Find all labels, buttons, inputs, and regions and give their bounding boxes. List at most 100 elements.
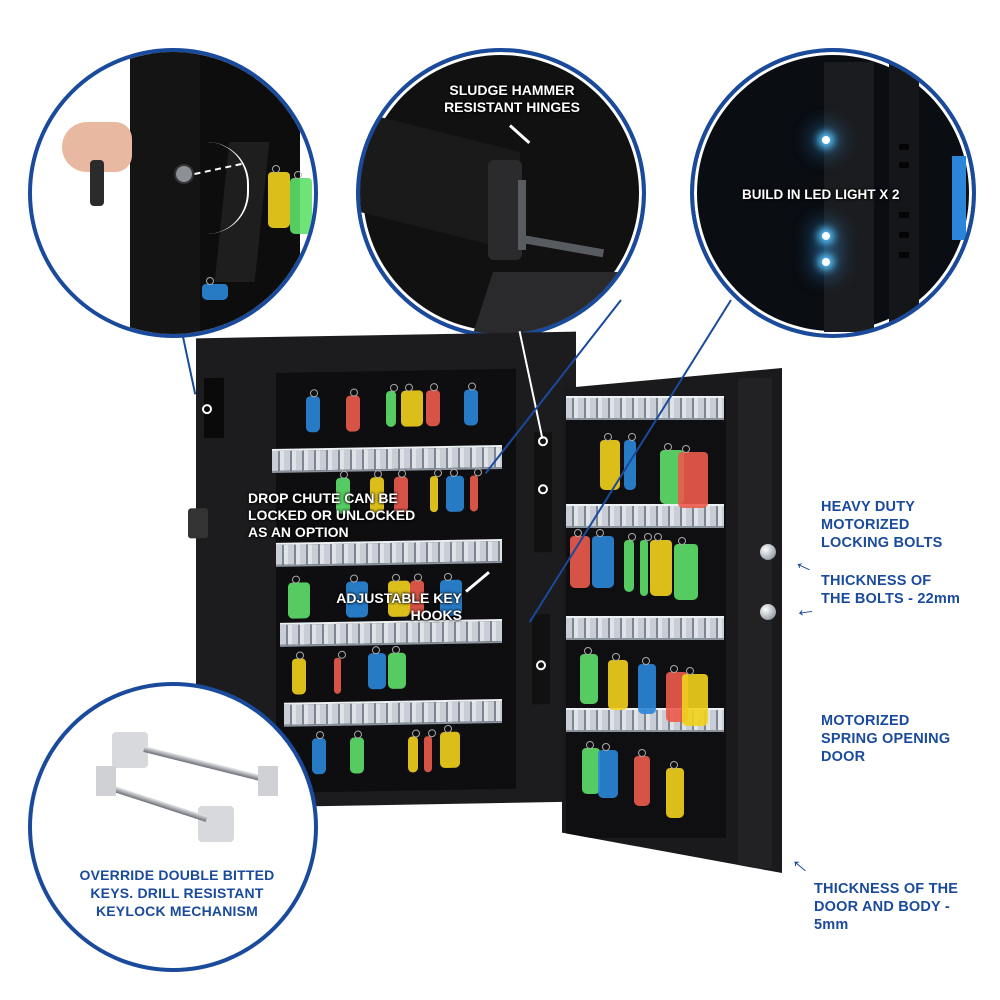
lock-cylinder-icon [174, 164, 194, 184]
key-tag-yellow [608, 653, 628, 710]
key-icon [112, 732, 148, 768]
key-lock-icon [188, 508, 208, 539]
hinges-label: SLUDGE HAMMER RESISTANT HINGES [422, 82, 602, 116]
key-tag-yellow [268, 165, 290, 228]
adjustable-key-hook-rail[interactable] [276, 538, 502, 567]
drop-chute-label-line1: DROP CHUTE CAN BE [248, 490, 398, 506]
key-tag-yellow [600, 433, 620, 490]
led-light-icon [822, 258, 830, 266]
key-tag-blue [312, 738, 326, 775]
locking-bolts-label-line2: MOTORIZED [821, 517, 910, 533]
key-hooks-label: ADJUSTABLE KEY HOOKS [322, 590, 462, 624]
override-keys-label: OVERRIDE DOUBLE BITTED KEYS. DRILL RESIS… [62, 866, 292, 920]
spring-door-label: MOTORIZED SPRING OPENING DOOR [821, 712, 950, 766]
weld-bead-horizontal [519, 234, 605, 258]
locking-bolt-icon[interactable] [760, 604, 776, 620]
key-icon [90, 160, 104, 206]
key-tag-green [350, 737, 364, 774]
rail-slot [899, 144, 909, 150]
key-tag-yellow [650, 533, 672, 596]
hinges-label-line1: SLUDGE HAMMER [449, 82, 575, 98]
hook-rail-side [889, 52, 919, 334]
key-tag-green [388, 652, 406, 689]
bolt-thickness-label-line2: THE BOLTS - 22mm [821, 591, 961, 607]
key-tag-red [334, 657, 341, 694]
rail-slot [899, 252, 909, 258]
key-tag-green [290, 171, 312, 234]
hinge-block [488, 160, 522, 260]
override-keys-label-line2: KEYS. DRILL RESISTANT [90, 885, 264, 901]
drop-chute-label-line2: LOCKED OR UNLOCKED [248, 507, 416, 523]
key-bit [96, 766, 116, 796]
arrow-icon: ← [789, 547, 821, 580]
key-tag-green [674, 537, 698, 600]
drop-chute-detail-circle [28, 48, 318, 338]
key-tag-yellow [666, 761, 684, 818]
key-tag-green [640, 533, 652, 596]
key-tag-yellow [430, 476, 438, 513]
override-keys-label-line1: OVERRIDE DOUBLE BITTED [79, 867, 275, 883]
key-tag-red [346, 395, 360, 432]
hinges-label-line2: RESISTANT HINGES [444, 99, 580, 115]
key-tag-blue [638, 657, 656, 714]
adjustable-key-hook-rail[interactable] [566, 504, 724, 528]
key-shaft [101, 782, 208, 822]
key-tag-green [580, 647, 598, 704]
key-tag-yellow [408, 736, 418, 773]
body-thickness-label-line3: 5mm [814, 917, 849, 933]
arrow-icon: ← [784, 845, 821, 882]
arrow-icon [508, 124, 531, 145]
locking-bolt-icon[interactable] [760, 544, 776, 560]
key-tag-green [582, 741, 600, 794]
arrow-icon: ← [792, 594, 818, 623]
key-tag-blue [368, 653, 386, 690]
key-tag-red [424, 736, 432, 773]
drop-chute-label: DROP CHUTE CAN BE LOCKED OR UNLOCKED AS … [248, 490, 415, 541]
hinge-detail-circle: SLUDGE HAMMER RESISTANT HINGES [356, 48, 646, 338]
key-tag-blue [464, 389, 478, 426]
key-tag-blue [592, 529, 614, 588]
key-tag-green [386, 390, 396, 427]
body-thickness-label: THICKNESS OF THE DOOR AND BODY - 5mm [814, 880, 958, 934]
door-edge [738, 378, 772, 868]
led-light-icon [822, 136, 830, 144]
rail-slot [899, 162, 909, 168]
locking-bolts-label-line3: LOCKING BOLTS [821, 535, 943, 551]
locking-bolts-label-line1: HEAVY DUTY [821, 499, 916, 515]
key-hooks-label-line2: HOOKS [410, 607, 462, 623]
key-tag-green [288, 582, 310, 619]
key-tag-red [426, 390, 440, 427]
weld-bead [518, 180, 526, 250]
override-keys-circle: OVERRIDE DOUBLE BITTED KEYS. DRILL RESIS… [28, 682, 318, 972]
key-icon [198, 806, 234, 842]
rail-slot [899, 212, 909, 218]
key-hooks-label-line1: ADJUSTABLE KEY [336, 590, 462, 606]
key-tag-red [678, 445, 708, 508]
key-tag-red [570, 529, 590, 588]
cabinet-side-panel [130, 52, 200, 334]
adjustable-key-hook-rail[interactable] [272, 444, 502, 473]
led-strip [824, 62, 874, 332]
blue-tag-edge [952, 156, 966, 240]
override-keys-label-line3: KEYLOCK MECHANISM [95, 903, 259, 919]
adjustable-key-hook-rail[interactable] [566, 616, 724, 640]
adjustable-key-hook-rail[interactable] [566, 396, 724, 420]
locking-bolts-label: HEAVY DUTY MOTORIZED LOCKING BOLTS [821, 498, 943, 552]
body-thickness-label-line2: DOOR AND BODY - [814, 899, 950, 915]
key-tag-green [624, 533, 636, 592]
key-tag-blue [306, 396, 320, 433]
key-shaft [143, 746, 262, 781]
key-tag-red [634, 749, 650, 806]
spring-door-label-line1: MOTORIZED [821, 713, 910, 729]
led-detail-circle: BUILD IN LED LIGHT X 2 [690, 48, 976, 338]
adjustable-key-hook-rail[interactable] [284, 698, 502, 727]
key-tag-blue [446, 475, 464, 512]
key-tag-yellow [440, 731, 460, 769]
bolt-thickness-label-line1: THICKNESS OF [821, 573, 932, 589]
key-tag-red [470, 475, 478, 512]
spring-door-label-line3: DOOR [821, 749, 866, 765]
drop-chute-label-line3: AS AN OPTION [248, 524, 349, 540]
led-label: BUILD IN LED LIGHT X 2 [742, 187, 900, 202]
spring-door-label-line2: SPRING OPENING [821, 731, 951, 747]
key-bit [258, 766, 278, 796]
